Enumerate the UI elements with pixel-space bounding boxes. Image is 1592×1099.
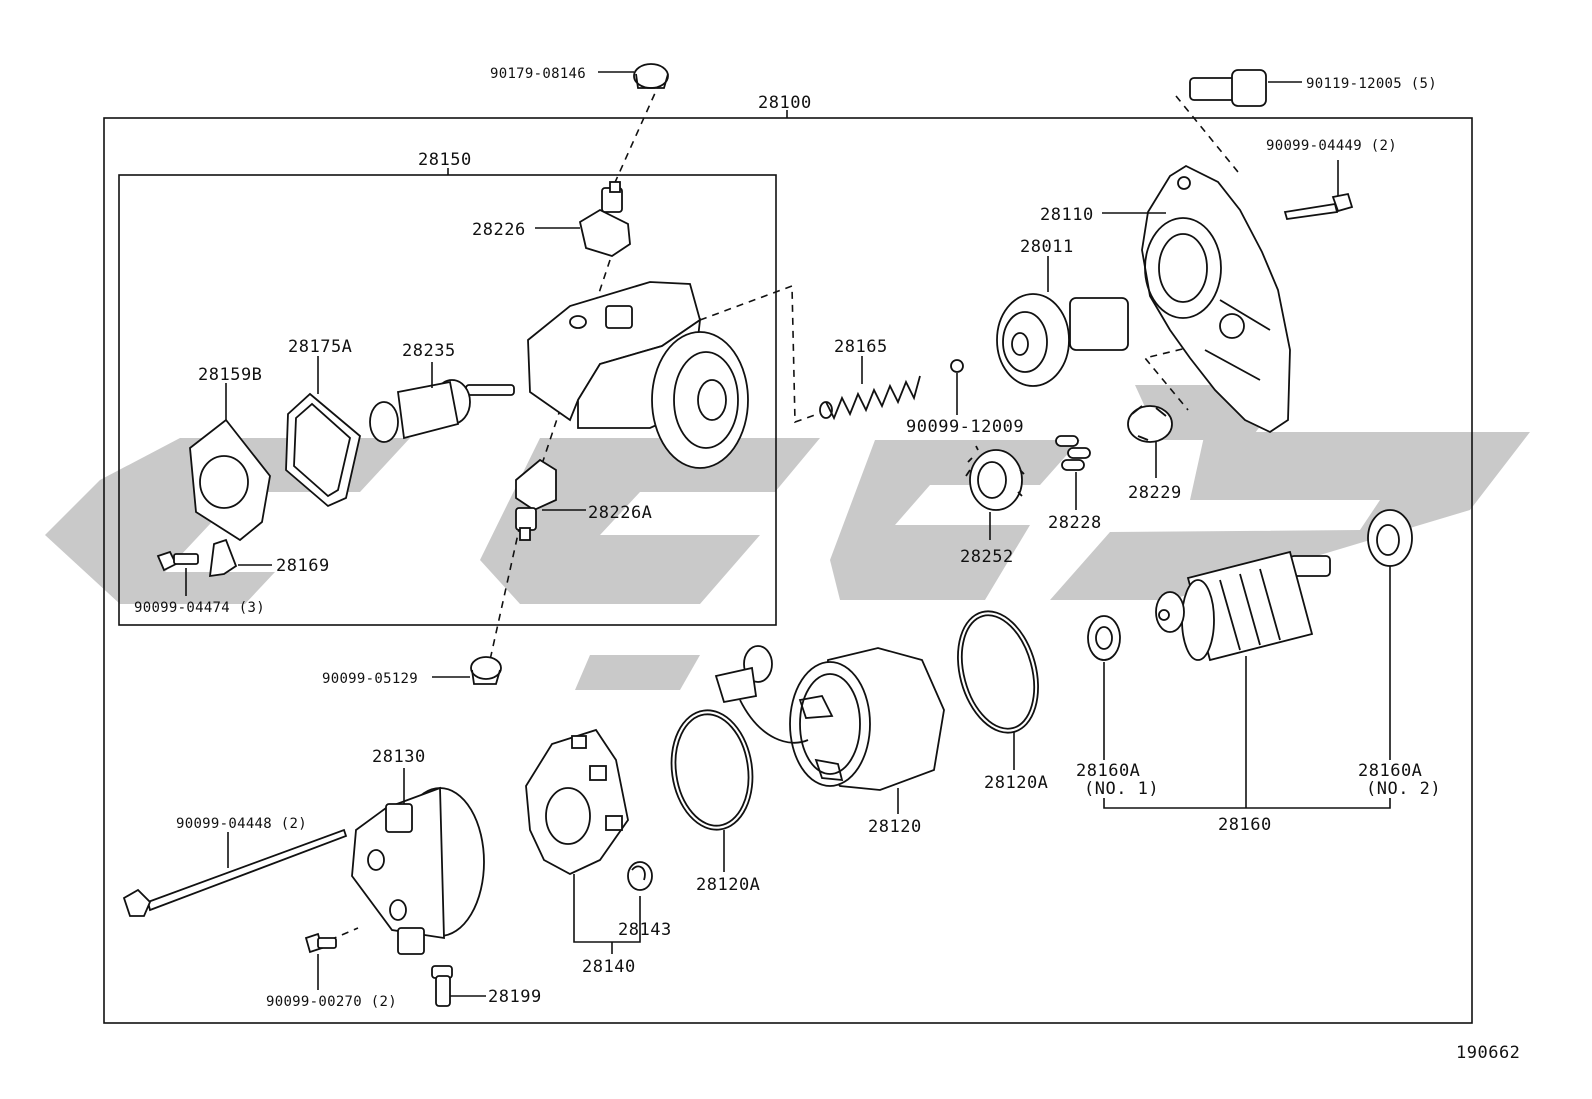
part-28228-rollers [1055,435,1091,510]
bracket-28160 [1103,798,1391,809]
part-28199 [431,965,486,1007]
label-28228: 28228 [1048,513,1102,533]
part-28159B-cover [189,383,271,542]
label-28160A-no2: 28160A [1358,761,1422,781]
label-28159B: 28159B [198,365,262,385]
label-28226: 28226 [472,220,526,240]
label-28169: 28169 [276,556,330,576]
part-28120-yoke [714,645,945,814]
label-28235: 28235 [402,341,456,361]
label-28165: 28165 [834,337,888,357]
part-28165-spring [819,356,921,421]
part-28226-terminal [535,181,631,257]
label-28199: 28199 [488,987,542,1007]
part-90119-12005 [1189,69,1302,107]
label-28120A-left: 28120A [696,875,760,895]
part-28229-retainer [1127,405,1173,478]
label-90099-04449: 90099-04449 (2) [1266,138,1397,154]
part-28110-housing [1102,164,1291,434]
label-28160: 28160 [1218,815,1272,835]
part-28160-armature [1155,550,1331,808]
part-90099-04449 [1283,160,1354,220]
label-90099-12009: 90099-12009 [906,417,1024,437]
label-28160A-no1: 28160A [1076,761,1140,781]
label-28160A-no1-sub: (NO. 1) [1084,779,1159,799]
starter-assy-frame [103,117,1473,1024]
label-28120A-right: 28120A [984,773,1048,793]
label-28120: 28120 [868,817,922,837]
label-28175A: 28175A [288,337,352,357]
label-90179-08146: 90179-08146 [490,66,586,82]
watermark-logo [45,385,1530,690]
label-28140: 28140 [582,957,636,977]
part-28140-brush-holder [525,728,641,954]
part-28120A-left-oring [670,709,754,872]
label-90099-00270: 90099-00270 (2) [266,994,397,1010]
label-28011: 28011 [1020,237,1074,257]
part-28226A-terminal [515,458,586,541]
part-28235-plunger [369,362,515,443]
part-90099-04448-bolt [122,828,348,917]
label-28226A: 28226A [588,503,652,523]
label-90099-04474: 90099-04474 (3) [134,600,265,616]
part-90099-05129 [432,656,502,685]
label-28130: 28130 [372,747,426,767]
part-90179-08146 [598,63,669,89]
label-28143: 28143 [618,920,672,940]
label-90099-04448: 90099-04448 (2) [176,816,307,832]
part-28120A-right-oring [957,610,1039,770]
part-90099-04474 [156,550,199,596]
part-90099-12009-ball [950,359,964,415]
label-28110: 28110 [1040,205,1094,225]
label-28252: 28252 [960,547,1014,567]
label-28100: 28100 [758,93,812,113]
label-28160A-no2-sub: (NO. 2) [1366,779,1441,799]
label-90119-12005: 90119-12005 (5) [1306,76,1437,92]
part-28143-spring [627,861,653,891]
label-90099-05129: 90099-05129 [322,671,418,687]
part-28175A-gasket [285,356,361,508]
part-28169-clip [208,538,272,578]
part-28160A-no1-bearing [1087,615,1121,760]
label-28229: 28229 [1128,483,1182,503]
part-90099-00270 [304,932,337,990]
part-28011-clutch [996,256,1129,387]
part-28130-end-frame [351,768,485,955]
label-28150: 28150 [418,150,472,170]
figure-number: 190662 [1456,1043,1520,1063]
part-solenoid-housing [527,281,749,469]
part-28252-gear [965,445,1025,540]
part-28160A-no2-bearing [1367,509,1413,760]
